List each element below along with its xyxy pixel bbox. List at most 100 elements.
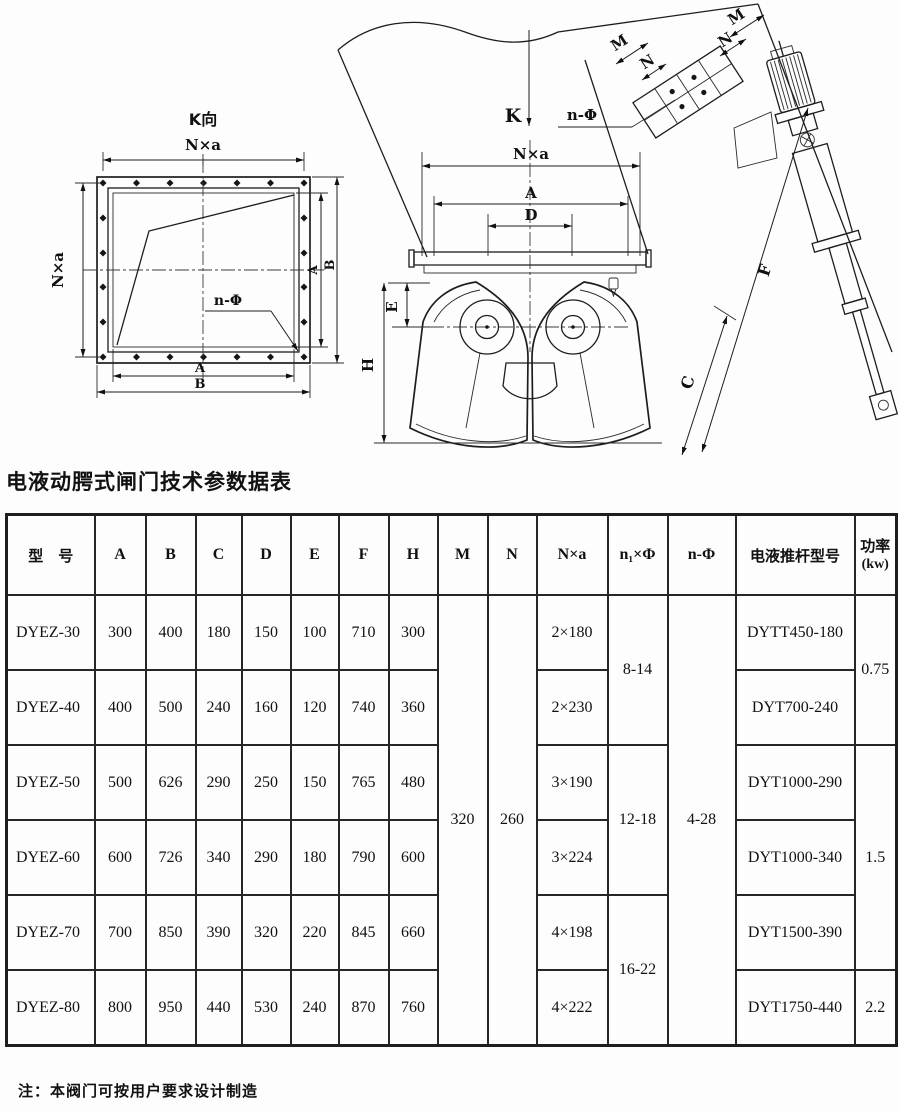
dim-label-b-right: B [323, 260, 338, 271]
cell-h: 480 [387, 744, 439, 821]
front-view-drawing: K向 N×a N×a A B A B n-Φ [49, 110, 344, 398]
col-header-model: 型 号 [5, 513, 96, 596]
hole-callout-label: n-Φ [214, 293, 242, 309]
table-row: DYEZ-60 600 726 340 290 180 790 600 3×22… [5, 819, 897, 896]
cell-c: 180 [194, 594, 243, 671]
cell-h: 360 [387, 669, 439, 746]
view-arrow-label: K [505, 105, 523, 127]
cell-d: 150 [240, 594, 292, 671]
cell-h: 300 [387, 594, 439, 671]
cell-power-merged: 0.75 [853, 594, 898, 746]
cell-c: 390 [194, 894, 243, 971]
dim-label-c: C [677, 374, 699, 392]
cell-rod: DYTT450-180 [734, 594, 856, 671]
cell-rod: DYT1000-340 [734, 819, 856, 896]
footnote: 注：本阀门可按用户要求设计制造 [18, 1082, 259, 1100]
cell-power-merged: 2.2 [853, 969, 898, 1047]
cell-rod: DYT1000-290 [734, 744, 856, 821]
cell-f: 765 [337, 744, 390, 821]
cell-a: 300 [93, 594, 147, 671]
cell-rod: DYT700-240 [734, 669, 856, 746]
col-header-n1phi: n₁×Φ [606, 513, 669, 596]
cell-b: 950 [144, 969, 197, 1047]
cell-d: 290 [240, 819, 292, 896]
col-header-rod: 电液推杆型号 [734, 513, 856, 596]
hydraulic-actuator [766, 40, 899, 421]
cell-a: 500 [93, 744, 147, 821]
table-row: DYEZ-30 300 400 180 150 100 710 300 320 … [5, 594, 898, 1047]
cell-nxa: 3×190 [535, 744, 609, 821]
table-row: DYEZ-40 400 500 240 160 120 740 360 2×23… [5, 669, 897, 746]
flange-strip [408, 249, 652, 274]
mounting-plate [632, 45, 744, 139]
cell-n1phi-merged: 8-14 [606, 594, 669, 746]
dim-label-h: H [359, 358, 377, 372]
cell-nxa: 4×198 [535, 894, 609, 971]
cell-h: 600 [387, 819, 439, 896]
cell-f: 740 [337, 669, 390, 746]
dim-label-nxa-side: N×a [49, 252, 67, 288]
dim-label-b-bottom: B [195, 377, 206, 392]
table-row: DYEZ-70 700 850 390 320 220 845 660 4×19… [5, 894, 897, 1047]
actuator-bracket [733, 111, 778, 169]
table-row: DYEZ-50 500 626 290 250 150 765 480 3×19… [5, 744, 898, 971]
plate-dim-m-right: M [724, 5, 748, 29]
cell-model: DYEZ-70 [5, 894, 96, 971]
cell-f: 710 [337, 594, 390, 671]
cell-c: 240 [194, 669, 243, 746]
cell-e: 180 [289, 819, 340, 896]
col-header-a: A [93, 513, 147, 596]
cell-model: DYEZ-40 [5, 669, 96, 746]
cell-n1phi-merged: 12-18 [606, 744, 669, 896]
cell-power-merged: 1.5 [853, 744, 898, 971]
cell-model: DYEZ-60 [5, 819, 96, 896]
cell-d: 250 [240, 744, 292, 821]
power-unit: (kw) [861, 556, 889, 572]
col-header-power: 功率 (kw) [853, 513, 898, 596]
cell-c: 290 [194, 744, 243, 821]
cell-nxa: 3×224 [535, 819, 609, 896]
col-header-nphi: n-Φ [666, 513, 737, 596]
cell-a: 800 [93, 969, 147, 1047]
cell-h: 660 [387, 894, 439, 971]
table-row: DYEZ-80 800 950 440 530 240 870 760 4×22… [5, 969, 898, 1047]
cell-a: 400 [93, 669, 147, 746]
parameter-table: 型 号 A B C D E F H M N N×a n₁×Φ n-Φ 电液推杆型… [5, 513, 898, 1047]
cell-b: 726 [144, 819, 197, 896]
power-label: 功率 [860, 536, 891, 555]
cell-a: 600 [93, 819, 147, 896]
cell-nxa: 2×230 [535, 669, 609, 746]
cell-nphi-merged: 4-28 [666, 594, 737, 1047]
cell-d: 320 [240, 894, 292, 971]
cell-c: 340 [194, 819, 243, 896]
cell-nxa: 4×222 [535, 969, 609, 1047]
cell-c: 440 [194, 969, 243, 1047]
col-header-d: D [240, 513, 292, 596]
col-header-nxa: N×a [535, 513, 609, 596]
dim-label-d: D [524, 206, 537, 224]
header-row: 型 号 A B C D E F H M N N×a n₁×Φ n-Φ 电液推杆型… [5, 513, 898, 596]
parameter-table-wrap: 型 号 A B C D E F H M N N×a n₁×Φ n-Φ 电液推杆型… [5, 513, 898, 1047]
view-label: K向 [189, 110, 217, 129]
cell-m-merged: 320 [436, 594, 489, 1047]
col-header-c: C [194, 513, 243, 596]
col-header-f: F [337, 513, 390, 596]
dim-label-a-bottom: A [194, 361, 206, 376]
col-header-h: H [387, 513, 439, 596]
col-header-m: M [436, 513, 489, 596]
cell-model: DYEZ-30 [5, 594, 96, 671]
cell-n-merged: 260 [486, 594, 538, 1047]
cell-e: 100 [289, 594, 340, 671]
cell-b: 400 [144, 594, 197, 671]
dim-label-a: A [524, 184, 537, 202]
cell-a: 700 [93, 894, 147, 971]
dim-label-e: E [383, 301, 401, 312]
plate-dim-n-left: N [637, 50, 659, 73]
hole-callout-label: n-Φ [567, 106, 597, 124]
col-header-e: E [289, 513, 340, 596]
cell-e: 240 [289, 969, 340, 1047]
plate-dim-m-left: M [607, 31, 631, 55]
cell-rod: DYT1500-390 [734, 894, 856, 971]
side-view-drawing: K n-Φ M N M N N×a [337, 3, 899, 456]
hopper-outline [337, 3, 893, 353]
